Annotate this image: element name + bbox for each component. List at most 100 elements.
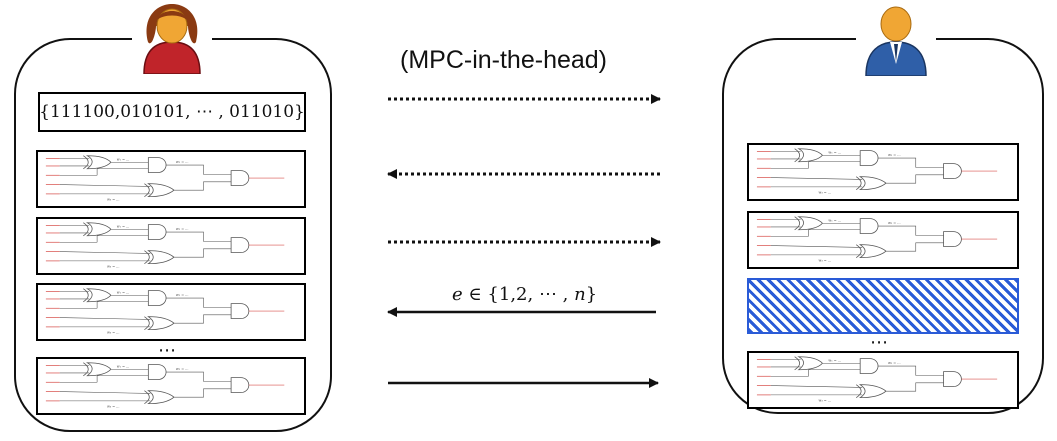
wire-label: w₃ = ... (107, 264, 120, 268)
and-gate (230, 170, 250, 186)
circuit-diagram: w₁ = ...w₂ = ...w₃ = ... (756, 148, 998, 195)
wire (770, 245, 863, 248)
wire-label: w₂ = ... (888, 221, 901, 225)
and-gate (230, 237, 250, 253)
verifier-ellipsis: ⋯ (870, 332, 889, 353)
verifier-hidden-view (747, 278, 1019, 334)
wire-label: w₂ = ... (888, 153, 901, 157)
xor-gate (85, 288, 112, 303)
prover-share-vector-box: {111100,010101, ⋯ , 011010} (38, 92, 306, 132)
wire (770, 385, 863, 388)
and-gate (147, 364, 167, 380)
wire-label: w₃ = ... (818, 259, 831, 263)
and-gate (859, 218, 879, 234)
wire-label: w₁ = ... (828, 218, 841, 222)
wire (878, 365, 944, 376)
wire-label: w₁ = ... (117, 364, 130, 368)
xor-gate (147, 390, 175, 405)
wire-label: w₂ = ... (176, 160, 189, 164)
wire (885, 174, 944, 184)
xor-gate-arc (83, 222, 89, 237)
wire (173, 388, 232, 398)
challenge-set: ∈ {1,2, ⋯ , (462, 284, 575, 305)
wire-label: w₁ = ... (117, 224, 130, 228)
xor-gate (858, 176, 887, 191)
xor-gate (85, 222, 112, 237)
xor-gate (147, 316, 175, 331)
wire-label: w₂ = ... (888, 361, 901, 365)
xor-gate-arc (144, 250, 150, 264)
circuit-diagram: w₁ = ... w₂ = ... w₃ = ... (45, 155, 285, 201)
circuit-diagram: w₁ = ... w₂ = ... w₃ = ... (45, 362, 285, 408)
wire-label: w₂ = ... (176, 367, 189, 371)
challenge-e: e (452, 284, 463, 305)
and-gate (859, 358, 879, 374)
prover-avatar-icon (132, 2, 212, 75)
wire-label: w₃ = ... (818, 399, 831, 403)
and-gate (147, 290, 167, 306)
and-gate (147, 157, 167, 173)
xor-gate-arc (144, 390, 150, 404)
verifier-circuit-3: w₁ = ... w₂ = ... w₃ = ... (747, 351, 1019, 409)
wire (166, 297, 232, 308)
xor-gate (85, 362, 112, 377)
xor-gate (797, 148, 823, 163)
verifier-circuit-2: w₁ = ... w₂ = ... w₃ = ... (747, 211, 1019, 269)
wire (166, 371, 232, 382)
and-gate (943, 231, 962, 247)
prover-ellipsis: ⋯ (158, 340, 177, 361)
and-gate (943, 163, 962, 179)
wire (59, 317, 151, 320)
xor-gate-arc (855, 176, 862, 190)
wire (173, 181, 232, 191)
wire-label: w₃ = ... (107, 197, 120, 201)
xor-gate-arc (83, 362, 89, 377)
wire-label: w₃ = ... (107, 404, 120, 408)
xor-gate-arc (794, 148, 801, 163)
xor-gate-arc (144, 183, 150, 197)
xor-gate (797, 356, 823, 371)
prover-circuit-3: w₁ = ...w₂ = ...w₃ = ... (36, 283, 306, 341)
xor-gate (797, 216, 823, 231)
circuit-diagram: w₁ = ...w₂ = ...w₃ = ... (45, 288, 285, 334)
prover-share-vector: {111100,010101, ⋯ , 011010} (39, 102, 305, 122)
wire-label: w₃ = ... (107, 330, 120, 334)
prover-circuit-4: w₁ = ... w₂ = ... w₃ = ... (36, 357, 306, 415)
challenge-n: n (574, 284, 586, 305)
xor-gate (147, 183, 175, 198)
xor-gate-arc (144, 316, 150, 330)
circuit-diagram: w₁ = ... w₂ = ... w₃ = ... (756, 356, 998, 403)
xor-gate (858, 244, 887, 259)
and-gate (230, 377, 250, 393)
wire (59, 251, 151, 254)
wire (166, 231, 232, 242)
challenge-close: } (585, 284, 598, 305)
xor-gate-arc (83, 155, 89, 170)
xor-gate (858, 384, 887, 399)
challenge-label: e ∈ {1,2, ⋯ , n} (452, 284, 597, 305)
wire (878, 225, 944, 236)
xor-gate-arc (794, 356, 801, 371)
wire (770, 177, 863, 180)
wire (173, 248, 232, 258)
verifier-avatar-icon (856, 4, 936, 77)
xor-gate-arc (83, 288, 89, 303)
verifier-circuit-1: w₁ = ...w₂ = ...w₃ = ... (747, 143, 1019, 201)
and-gate (943, 371, 962, 387)
wire-label: w₁ = ... (117, 290, 130, 294)
circuit-diagram: w₁ = ... w₂ = ... w₃ = ... (45, 222, 285, 268)
xor-gate-arc (794, 216, 801, 231)
wire-label: w₃ = ... (818, 191, 831, 195)
wire-label: w₁ = ... (828, 358, 841, 362)
prover-circuit-1: w₁ = ... w₂ = ... w₃ = ... (36, 150, 306, 208)
xor-gate-arc (855, 384, 862, 398)
xor-gate (147, 250, 175, 265)
wire (59, 391, 151, 394)
protocol-label: (MPC-in-the-head) (400, 46, 608, 74)
xor-gate (85, 155, 112, 170)
wire-label: w₂ = ... (176, 227, 189, 231)
prover-circuit-2: w₁ = ... w₂ = ... w₃ = ... (36, 217, 306, 275)
and-gate (230, 303, 250, 319)
wire-label: w₁ = ... (117, 157, 130, 161)
circuit-diagram: w₁ = ... w₂ = ... w₃ = ... (756, 216, 998, 263)
